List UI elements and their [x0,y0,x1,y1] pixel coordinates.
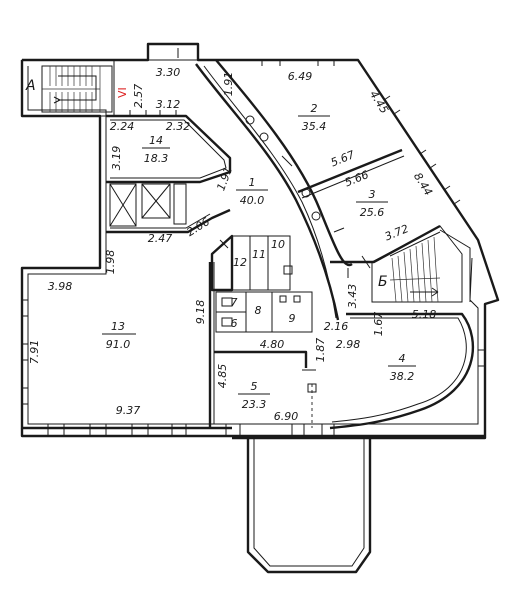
outer-wall-bottom [20,428,485,438]
dim-1-87: 1.87 [314,338,327,363]
dim-9-18: 9.18 [194,300,207,325]
dim-6-49: 6.49 [288,70,313,83]
svg-text:1: 1 [249,176,256,189]
wall-2-3 [297,148,403,194]
top-notch [147,43,199,61]
dim-2-06: 2.06 [184,215,212,239]
dim-3-12: 3.12 [156,98,181,111]
staircase-b [371,225,471,303]
staircase-a [21,59,115,117]
dim-2-24: 2.24 [110,120,135,133]
dim-3-72: 3.72 [383,222,411,243]
door-ticks [177,48,371,371]
svg-text:5: 5 [251,380,258,393]
windows [22,60,485,436]
room-12-label: 12 [233,256,247,269]
dim-3-19: 3.19 [110,146,123,171]
svg-text:14: 14 [149,134,163,147]
wall-2-47-inner [110,213,211,229]
staircase-a-letter: А [25,78,36,94]
dim-8-44: 8.44 [411,170,435,198]
dim-3-30: 3.30 [156,66,181,79]
shafts [109,183,187,227]
corridor-wall-inner-curve [195,63,340,321]
dim-1-98: 1.98 [104,250,117,275]
dim-2-32: 2.32 [166,120,191,133]
dim-4-45: 4.45 [367,88,391,116]
room-7-label: 7 [231,296,238,309]
porch-inner [253,438,365,567]
room-2-label: 2 35.4 [298,102,330,133]
dim-5-18: 5.18 [412,308,437,321]
svg-text:38.2: 38.2 [390,370,415,383]
outer-wall-inner [27,66,479,425]
room-10-label: 10 [271,238,285,251]
room-4-label: 4 38.2 [388,352,416,383]
dim-3-43: 3.43 [346,284,359,309]
room-4-wall [329,312,474,430]
outer-wall-top [22,42,500,440]
dim-1-67: 1.67 [372,312,385,337]
svg-text:25.6: 25.6 [360,206,385,219]
room-11-label: 11 [252,248,266,261]
room-1-label: 1 40.0 [236,176,268,207]
porch [246,438,372,574]
room-8-label: 8 [255,304,262,317]
dim-1-91-top: 1.91 [222,72,235,97]
svg-text:3: 3 [369,188,376,201]
room-4-inner [331,317,467,423]
small-rooms [210,234,313,333]
svg-text:18.3: 18.3 [144,152,169,165]
room-9-label: 9 [289,312,296,325]
svg-text:2: 2 [311,102,318,115]
svg-text:35.4: 35.4 [302,120,327,133]
staircase-b-letter: Б [378,274,388,290]
wall-2-47 [106,208,231,234]
dim-2-57: 2.57 [132,84,145,109]
dim-7-91: 7.91 [28,340,41,365]
dim-2-98: 2.98 [336,338,361,351]
svg-text:91.0: 91.0 [106,338,131,351]
corridor-inner-line [203,65,337,319]
svg-text:23.3: 23.3 [242,398,267,411]
dim-2-47: 2.47 [148,232,173,245]
svg-text:40.0: 40.0 [240,194,265,207]
svg-text:13: 13 [111,320,125,333]
dim-4-80: 4.80 [260,338,285,351]
wall-5-top [214,350,308,368]
room-3-label: 3 25.6 [356,188,388,219]
dim-3-98: 3.98 [48,280,73,293]
room-5-column [307,383,317,393]
room-5-label: 5 23.3 [238,380,270,411]
dim-1-91-mid: 1.91 [214,165,235,192]
room-14-inner [110,119,227,179]
room-14-wall [106,114,232,184]
dim-6-90: 6.90 [274,410,299,423]
room-14-label: 14 18.3 [142,134,170,165]
dim-5-67: 5.67 [329,148,357,169]
dim-9-37: 9.37 [116,404,141,417]
wall-2-3-inner [301,155,405,199]
dim-2-16: 2.16 [324,320,349,333]
dim-4-85: 4.85 [216,364,229,389]
annotation-mark: VI [116,87,129,98]
room-13-label: 13 91.0 [102,320,136,351]
room-6-label: 6 [231,317,238,330]
svg-text:4: 4 [399,352,406,365]
